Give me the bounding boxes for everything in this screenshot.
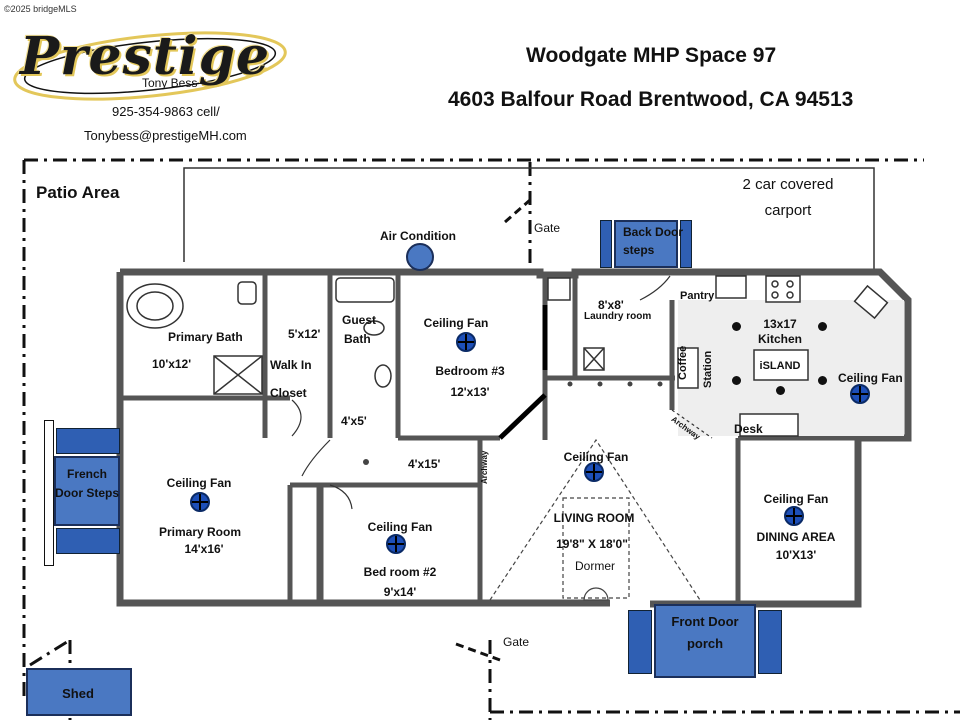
agent-email: Tonybess@prestigeMH.com <box>84 128 247 143</box>
primary-room-size: 14'x16' <box>184 542 224 556</box>
island-label: iSLAND <box>759 360 801 372</box>
pantry-label: Pantry <box>680 290 715 302</box>
guest-bath-fixtures <box>335 277 395 388</box>
living-room-label: LIVING ROOM <box>553 511 635 525</box>
bedroom2-fan-label: Ceiling Fan <box>367 520 433 534</box>
french-door-steps <box>54 456 120 526</box>
patio-label: Patio Area <box>36 183 120 202</box>
hall-light <box>363 459 369 465</box>
gate-lines <box>455 198 531 662</box>
dining-label: DINING AREA <box>756 530 836 544</box>
dormer-label: Dormer <box>574 559 616 573</box>
dormer-lines <box>489 438 701 601</box>
kitchen-light <box>732 376 741 385</box>
carport-label-line2: carport <box>764 202 812 219</box>
shed-label: Shed <box>62 686 94 701</box>
property-address: 4603 Balfour Road Brentwood, CA 94513 <box>448 88 854 111</box>
bedroom2-ceiling-fan-icon <box>386 534 406 554</box>
coffee-label: Coffee <box>677 345 689 380</box>
guest-bath-label-line1: Guest <box>342 313 377 327</box>
kitchen-light <box>776 386 785 395</box>
copyright-notice: ©2025 bridgeMLS <box>4 4 77 14</box>
desk-label: Desk <box>734 422 763 436</box>
kitchen-label: Kitchen <box>757 332 803 346</box>
front-door-label-line2: porch <box>686 636 724 651</box>
bedroom2-label: Bed room #2 <box>363 565 437 579</box>
bedroom2-size: 9'x14' <box>383 585 417 599</box>
dining-fan-label: Ceiling Fan <box>763 492 829 506</box>
bedroom3-label: Bedroom #3 <box>435 364 505 378</box>
agent-name: Tony Bess <box>142 76 198 90</box>
bedroom3-size: 12'x13' <box>450 385 490 399</box>
closet-size: 5'x12' <box>288 327 321 341</box>
carport-label-line1: 2 car covered <box>742 176 834 193</box>
dining-ceiling-fan-icon <box>784 506 804 526</box>
laundry-fixtures <box>547 277 605 371</box>
back-door-step-left <box>600 220 612 268</box>
bedroom3-fan-label: Ceiling Fan <box>423 316 489 330</box>
primary-bath-label: Primary Bath <box>168 330 243 344</box>
walk-in-label-line1: Walk In <box>270 358 312 372</box>
french-door-step-bottom <box>56 528 120 554</box>
hall-archway-label: Archway <box>480 450 489 484</box>
kitchen-fan-label: Ceiling Fan <box>838 371 903 385</box>
brand-name: Prestige <box>20 26 271 87</box>
living-room-size: 19'8" X 18'0" <box>556 537 628 551</box>
primary-room-label: Primary Room <box>158 525 242 539</box>
agent-phone: 925-354-9863 cell/ <box>112 104 220 119</box>
back-door-steps <box>614 220 678 268</box>
french-door-label-line2: Door Steps <box>54 486 120 500</box>
french-door-rail <box>44 420 54 566</box>
front-door-porch <box>654 604 756 678</box>
gate-label-bottom: Gate <box>503 635 530 649</box>
air-conditioner <box>406 243 434 271</box>
guest-bath-label-line2: Bath <box>344 332 371 346</box>
kitchen-ceiling-fan-icon <box>850 384 870 404</box>
dormer-window <box>583 587 609 601</box>
property-name: Woodgate MHP Space 97 <box>526 44 777 67</box>
french-door-step-top <box>56 428 120 454</box>
front-porch-step-right <box>758 610 782 674</box>
laundry-size: 8'x8' <box>598 298 624 312</box>
prestige-logo <box>13 31 287 101</box>
kitchen-fixtures <box>677 275 889 437</box>
exterior-walls <box>116 268 912 608</box>
front-door-label-line1: Front Door <box>671 614 739 629</box>
carport-outline <box>183 167 875 275</box>
primary-ceiling-fan-icon <box>190 492 210 512</box>
laundry-label: Laundry room <box>584 311 652 322</box>
front-porch-step-left <box>628 610 652 674</box>
kitchen-light <box>818 376 827 385</box>
living-ceiling-fan-icon <box>584 462 604 482</box>
dining-size: 10'X13' <box>775 548 817 562</box>
primary-fan-label: Ceiling Fan <box>166 476 232 490</box>
interior-walls <box>120 272 858 604</box>
back-door-step-right <box>680 220 692 268</box>
kitchen-light <box>732 322 741 331</box>
guest-bath-size: 4'x5' <box>341 414 367 428</box>
living-fan-label: Ceiling Fan <box>563 450 629 464</box>
back-door-label-line1: Back Door <box>623 225 684 239</box>
shed <box>26 668 132 716</box>
kitchen-size: 13x17 <box>763 317 797 331</box>
hall-size: 4'x15' <box>408 457 441 471</box>
kitchen-light <box>818 322 827 331</box>
back-door-label-line2: steps <box>623 243 655 257</box>
gate-label-top: Gate <box>534 221 561 235</box>
kitchen-archway-line <box>671 409 713 439</box>
french-door-label-line1: French <box>66 467 108 481</box>
primary-bath-size: 10'x12' <box>152 357 192 371</box>
bedroom3-ceiling-fan-icon <box>456 332 476 352</box>
primary-bath-fixtures <box>126 281 263 395</box>
air-condition-label: Air Condition <box>380 229 456 243</box>
station-label: Station <box>702 350 714 388</box>
walk-in-label-line2: Closet <box>270 386 307 400</box>
bedroom3-angled-wall <box>498 305 548 440</box>
door-swings <box>291 275 671 510</box>
